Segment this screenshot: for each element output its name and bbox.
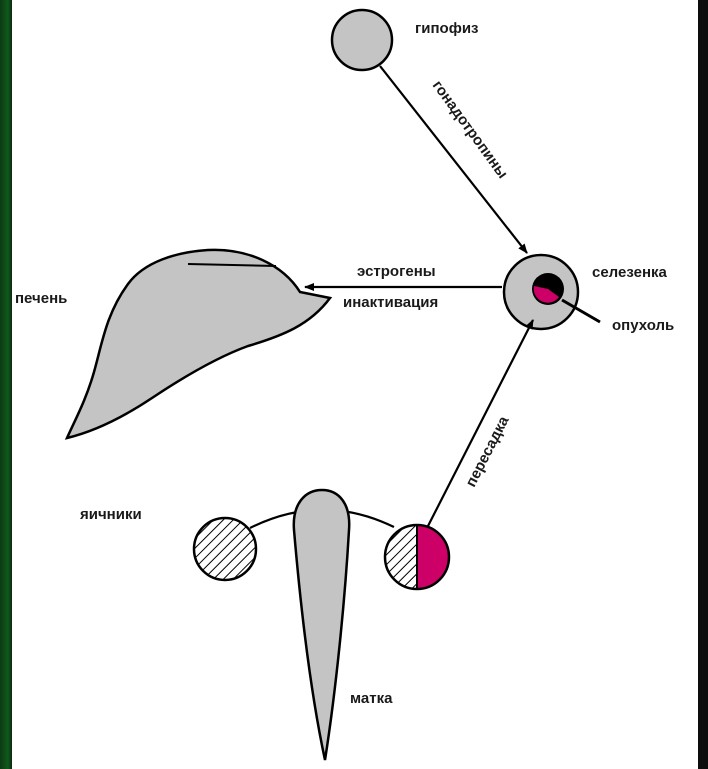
estrogens-label: эстрогены: [357, 263, 436, 280]
spleen-label: селезенка: [592, 264, 668, 281]
tumor-label: опухоль: [612, 317, 674, 334]
transplant-arrow: [428, 320, 533, 526]
uterus: [294, 490, 349, 760]
liver: [67, 250, 330, 438]
hormone-diagram: гипофиз гонадотропины селезенка опухоль …: [12, 0, 698, 769]
liver-label: печень: [15, 290, 67, 307]
pituitary-label: гипофиз: [415, 20, 479, 37]
ovaries-label: яичники: [80, 506, 142, 523]
right-ovary: [385, 525, 450, 589]
inactivation-label: инактивация: [343, 294, 438, 311]
left-ovary: [194, 518, 256, 580]
pituitary-gland: [332, 10, 392, 70]
uterus-label: матка: [350, 690, 393, 707]
gonadotropins-label: гонадотропины: [429, 77, 511, 181]
transplant-label: пересадка: [462, 413, 512, 490]
